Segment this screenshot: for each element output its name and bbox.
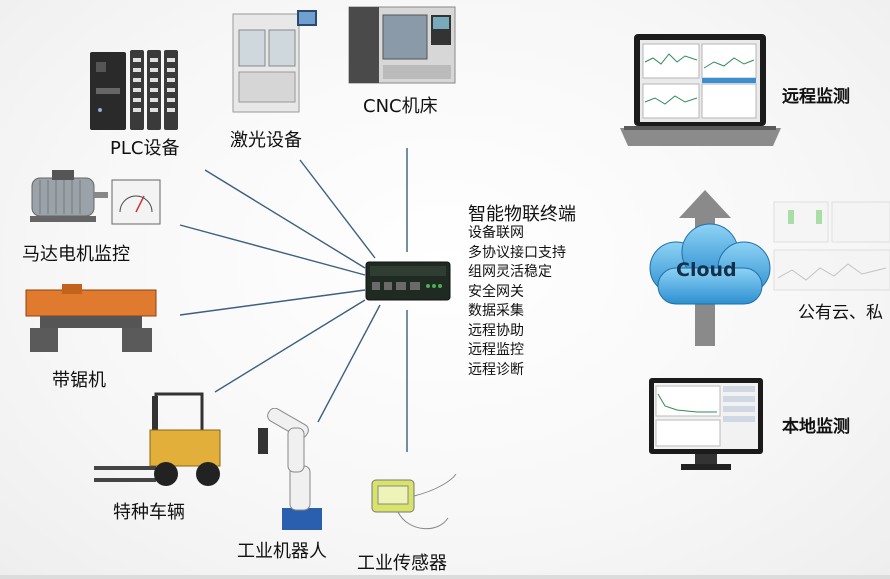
public-cloud-label: 公有云、私 (798, 303, 883, 323)
line-laser (299, 159, 376, 259)
hub-feature: 组网灵活稳定 (468, 264, 552, 280)
robot-label: 工业机器人 (237, 541, 327, 562)
bandsaw-icon (25, 284, 157, 352)
hub-feature: 远程监控 (468, 342, 524, 358)
public-cloud-screens-icon (773, 201, 890, 291)
cnc-machine-icon (348, 6, 456, 84)
forklift-icon (94, 392, 221, 486)
local-monitoring-label: 本地监测 (782, 417, 850, 437)
hub-feature: 设备联网 (468, 225, 524, 241)
motor-label: 马达电机监控 (22, 244, 130, 265)
hub-feature: 远程诊断 (468, 361, 524, 378)
line-plc (204, 169, 366, 269)
sensor-icon (371, 473, 457, 530)
laser-machine-icon (232, 10, 317, 113)
hub-feature: 安全网关 (468, 283, 524, 300)
motor-icon (30, 170, 108, 222)
bandsaw-label: 带锯机 (52, 370, 106, 391)
hub-title: 智能物联终端 (468, 204, 576, 225)
line-vehicle (214, 299, 366, 393)
cnc-label: CNC机床 (363, 96, 438, 117)
cloud-label: Cloud (676, 259, 737, 281)
hub-feature: 远程协助 (468, 322, 524, 339)
line-bandsaw (179, 289, 366, 316)
cloud-icon (649, 223, 771, 305)
gateway-device-icon (365, 261, 451, 301)
remote-monitoring-label: 远程监测 (782, 87, 850, 107)
plc-device-icon (90, 50, 178, 130)
hub-feature-list: 设备联网 多协议接口支持 组网灵活稳定 安全网关 数据采集 远程协助 远程监控 … (468, 224, 566, 380)
laptop-icon (620, 34, 781, 146)
line-robot (317, 304, 381, 423)
robot-arm-icon (258, 408, 322, 530)
bottom-divider (0, 575, 890, 579)
gauge-icon (111, 179, 161, 225)
sensor-label: 工业传感器 (357, 553, 447, 574)
vehicle-label: 特种车辆 (113, 502, 185, 523)
plc-label: PLC设备 (110, 138, 180, 159)
laser-label: 激光设备 (230, 130, 302, 151)
hub-feature: 数据采集 (468, 303, 524, 319)
line-motor (179, 224, 366, 276)
desktop-monitor-icon (649, 378, 763, 470)
hub-feature: 多协议接口支持 (468, 244, 566, 261)
